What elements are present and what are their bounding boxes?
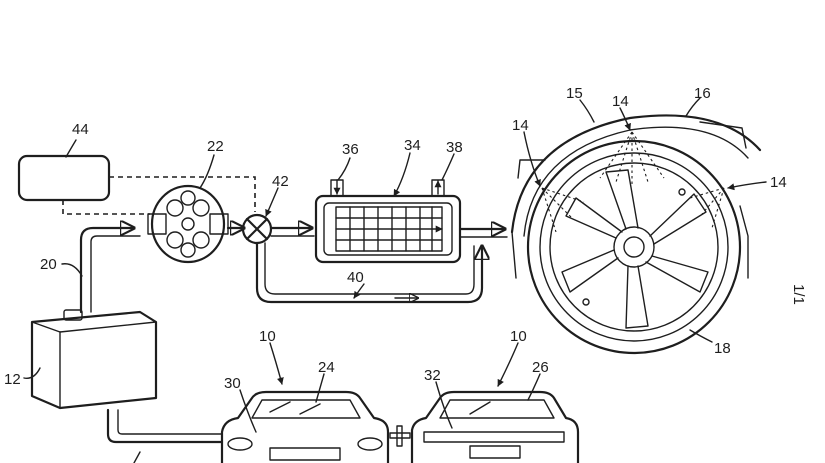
tank-vehicle-line-tail bbox=[133, 451, 141, 463]
label-16: 16 bbox=[694, 85, 711, 102]
label-42: 42 bbox=[272, 173, 289, 190]
supply-line bbox=[79, 228, 141, 314]
label-44: 44 bbox=[72, 121, 89, 138]
label-14-right: 14 bbox=[770, 174, 787, 191]
label-30: 30 bbox=[224, 375, 241, 392]
label-34: 34 bbox=[404, 137, 421, 154]
page-number: 1/1 bbox=[790, 284, 807, 305]
label-12: 12 bbox=[4, 371, 21, 388]
label-10-rear: 10 bbox=[510, 328, 527, 345]
label-26: 26 bbox=[532, 359, 549, 376]
label-10-front: 10 bbox=[259, 328, 276, 345]
label-32: 32 bbox=[424, 367, 441, 384]
bypass-line bbox=[255, 241, 482, 304]
leader-lines bbox=[23, 97, 767, 433]
wheel bbox=[526, 139, 742, 355]
label-18: 18 bbox=[714, 340, 731, 357]
plus-sign bbox=[389, 425, 411, 447]
wheel-housing bbox=[510, 114, 762, 279]
label-36: 36 bbox=[342, 141, 359, 158]
tank-vehicle-line-lower bbox=[117, 409, 223, 435]
label-15: 15 bbox=[566, 85, 583, 102]
control-signal-lines bbox=[62, 176, 256, 215]
label-14-left: 14 bbox=[512, 117, 529, 134]
control-unit bbox=[17, 154, 111, 202]
vehicle-rear bbox=[410, 390, 580, 463]
tank-vehicle-line bbox=[106, 408, 224, 444]
label-40: 40 bbox=[347, 269, 364, 286]
heat-exchanger bbox=[314, 179, 462, 264]
fluid-tank bbox=[30, 309, 158, 410]
label-22: 22 bbox=[207, 138, 224, 155]
label-14-top: 14 bbox=[612, 93, 629, 110]
label-20: 20 bbox=[40, 256, 57, 273]
label-24: 24 bbox=[318, 359, 335, 376]
vehicle-front bbox=[220, 390, 390, 463]
spray-nozzles bbox=[541, 131, 725, 233]
pump bbox=[147, 184, 229, 264]
valve bbox=[241, 213, 273, 245]
label-38: 38 bbox=[446, 139, 463, 156]
reference-numerals: 44 22 42 36 34 38 40 20 12 10 10 24 26 3… bbox=[4, 85, 787, 392]
